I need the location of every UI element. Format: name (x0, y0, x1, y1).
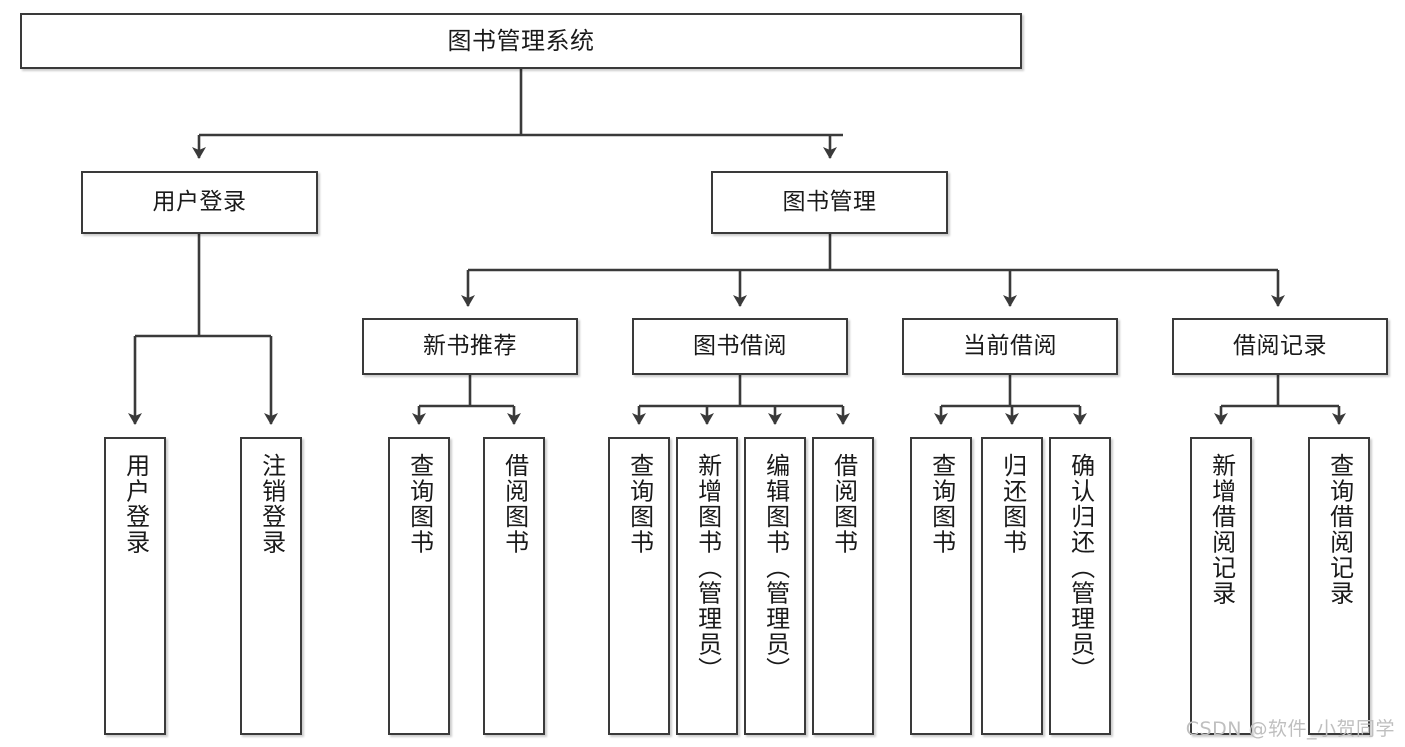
leaf-recommend-borrow-book-label: 借阅图书 (500, 453, 529, 555)
leaf-current-return-book-label: 归还图书 (998, 453, 1027, 555)
node-current-borrow-label: 当前借阅 (963, 332, 1057, 359)
leaf-logout-label: 注销登录 (257, 453, 286, 555)
leaf-record-add-record[interactable]: 新增借阅记录 (1190, 437, 1252, 735)
leaf-borrow-lend-book[interactable]: 借阅图书 (812, 437, 874, 735)
edge-group-borrow-record (1214, 375, 1346, 425)
edge-group-book-mgmt (461, 234, 1285, 307)
watermark: CSDN @软件_小贺同学 (1185, 718, 1395, 740)
leaf-user-login-label: 用户登录 (121, 453, 150, 555)
leaf-recommend-borrow-book[interactable]: 借阅图书 (483, 437, 545, 735)
node-borrow-record[interactable]: 借阅记录 (1172, 318, 1388, 375)
leaf-borrow-add-book-label: 新增图书（管理员） (693, 453, 722, 683)
node-current-borrow[interactable]: 当前借阅 (902, 318, 1118, 375)
leaf-borrow-edit-book-label: 编辑图书（管理员） (761, 453, 790, 683)
leaf-recommend-query-book[interactable]: 查询图书 (388, 437, 450, 735)
leaf-current-query-book[interactable]: 查询图书 (910, 437, 972, 735)
leaf-logout[interactable]: 注销登录 (240, 437, 302, 735)
node-root-label: 图书管理系统 (447, 26, 595, 55)
leaf-current-confirm-return-label: 确认归还（管理员） (1066, 453, 1095, 683)
node-book-management[interactable]: 图书管理 (711, 171, 948, 234)
node-user-login[interactable]: 用户登录 (81, 171, 318, 234)
leaf-current-return-book[interactable]: 归还图书 (981, 437, 1043, 735)
node-new-book-recommend-label: 新书推荐 (423, 332, 517, 359)
leaf-current-query-book-label: 查询图书 (927, 453, 956, 555)
leaf-borrow-lend-book-label: 借阅图书 (829, 453, 858, 555)
leaf-record-query-record-label: 查询借阅记录 (1325, 453, 1354, 606)
leaf-recommend-query-book-label: 查询图书 (405, 453, 434, 555)
node-book-management-label: 图书管理 (782, 188, 877, 215)
node-root[interactable]: 图书管理系统 (20, 13, 1022, 69)
leaf-borrow-edit-book[interactable]: 编辑图书（管理员） (744, 437, 806, 735)
edge-group-user-login (128, 234, 278, 425)
node-new-book-recommend[interactable]: 新书推荐 (362, 318, 578, 375)
edge-group-root (192, 69, 843, 159)
leaf-record-add-record-label: 新增借阅记录 (1207, 453, 1236, 606)
node-book-borrow-label: 图书借阅 (693, 332, 787, 359)
edge-group-current-borrow (934, 375, 1087, 425)
node-borrow-record-label: 借阅记录 (1233, 332, 1327, 359)
leaf-borrow-add-book[interactable]: 新增图书（管理员） (676, 437, 738, 735)
leaf-current-confirm-return[interactable]: 确认归还（管理员） (1049, 437, 1111, 735)
node-user-login-label: 用户登录 (152, 188, 247, 215)
leaf-borrow-query-book-label: 查询图书 (625, 453, 654, 555)
edge-group-book-borrow (632, 375, 850, 425)
edge-group-new-book-rec (412, 375, 521, 425)
node-book-borrow[interactable]: 图书借阅 (632, 318, 848, 375)
leaf-borrow-query-book[interactable]: 查询图书 (608, 437, 670, 735)
leaf-record-query-record[interactable]: 查询借阅记录 (1308, 437, 1370, 735)
leaf-user-login[interactable]: 用户登录 (104, 437, 166, 735)
